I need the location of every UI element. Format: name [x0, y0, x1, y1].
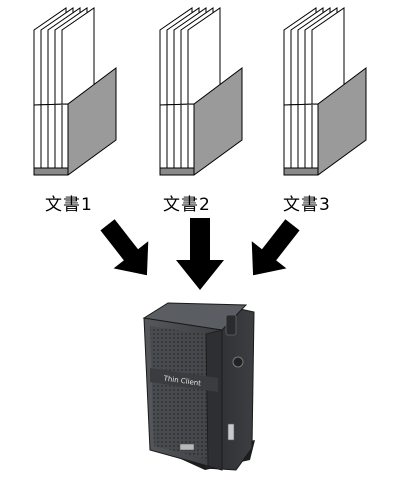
thin-client-device-icon [142, 302, 255, 471]
arrow-left [100, 219, 149, 276]
document-folder-3-icon [283, 7, 367, 176]
arrow-right [251, 219, 300, 276]
document-label-2: 文書2 [163, 195, 211, 215]
document-label-1: 文書1 [45, 195, 93, 215]
arrow-center [176, 218, 224, 290]
document-label-3: 文書3 [283, 195, 331, 215]
document-folder-1-icon [33, 7, 117, 176]
document-folder-2-icon [159, 7, 243, 176]
